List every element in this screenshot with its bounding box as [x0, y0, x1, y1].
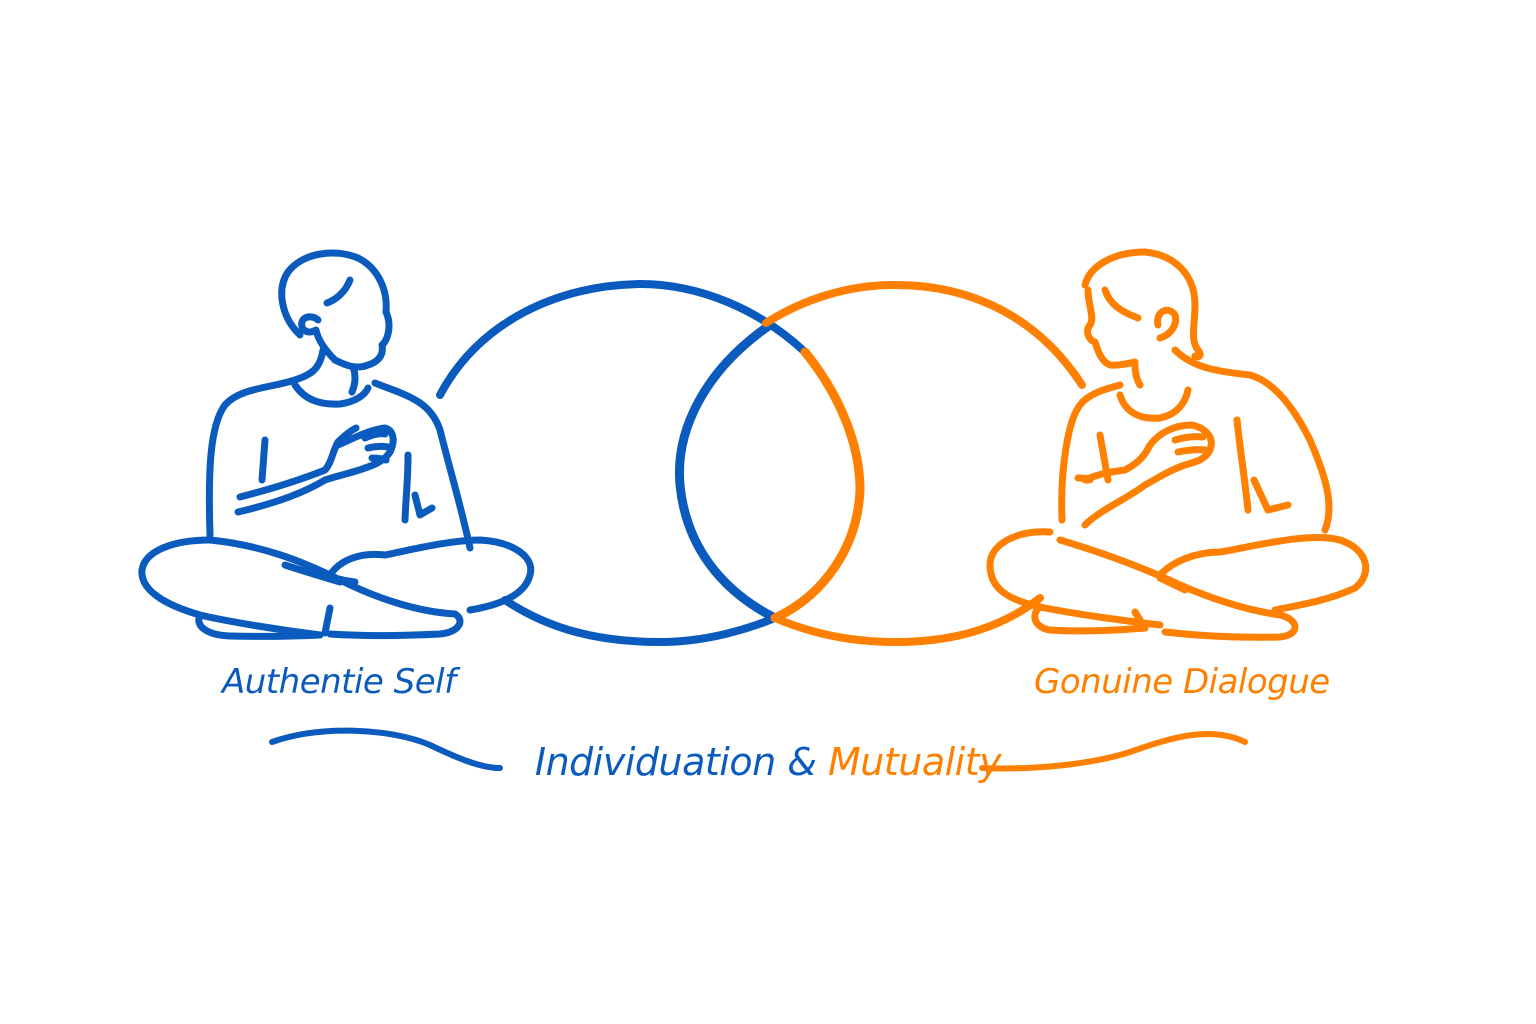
tagline-individuation: Individuation: [534, 740, 776, 784]
tagline-mutuality: Mutuality: [827, 740, 1002, 784]
left-swoosh: [269, 727, 503, 771]
tagline-ampersand: &: [775, 740, 828, 784]
right-swoosh: [979, 730, 1248, 772]
tagline: Individuation & Mutuality: [0, 740, 1536, 784]
left-ring: [436, 280, 809, 646]
right-figure: [986, 248, 1370, 641]
left-figure: [138, 249, 535, 640]
right-ring: [762, 281, 1086, 646]
authentic-self-label: Authentie Self: [222, 662, 456, 702]
genuine-dialogue-label: Gonuine Dialogue: [1034, 662, 1330, 702]
